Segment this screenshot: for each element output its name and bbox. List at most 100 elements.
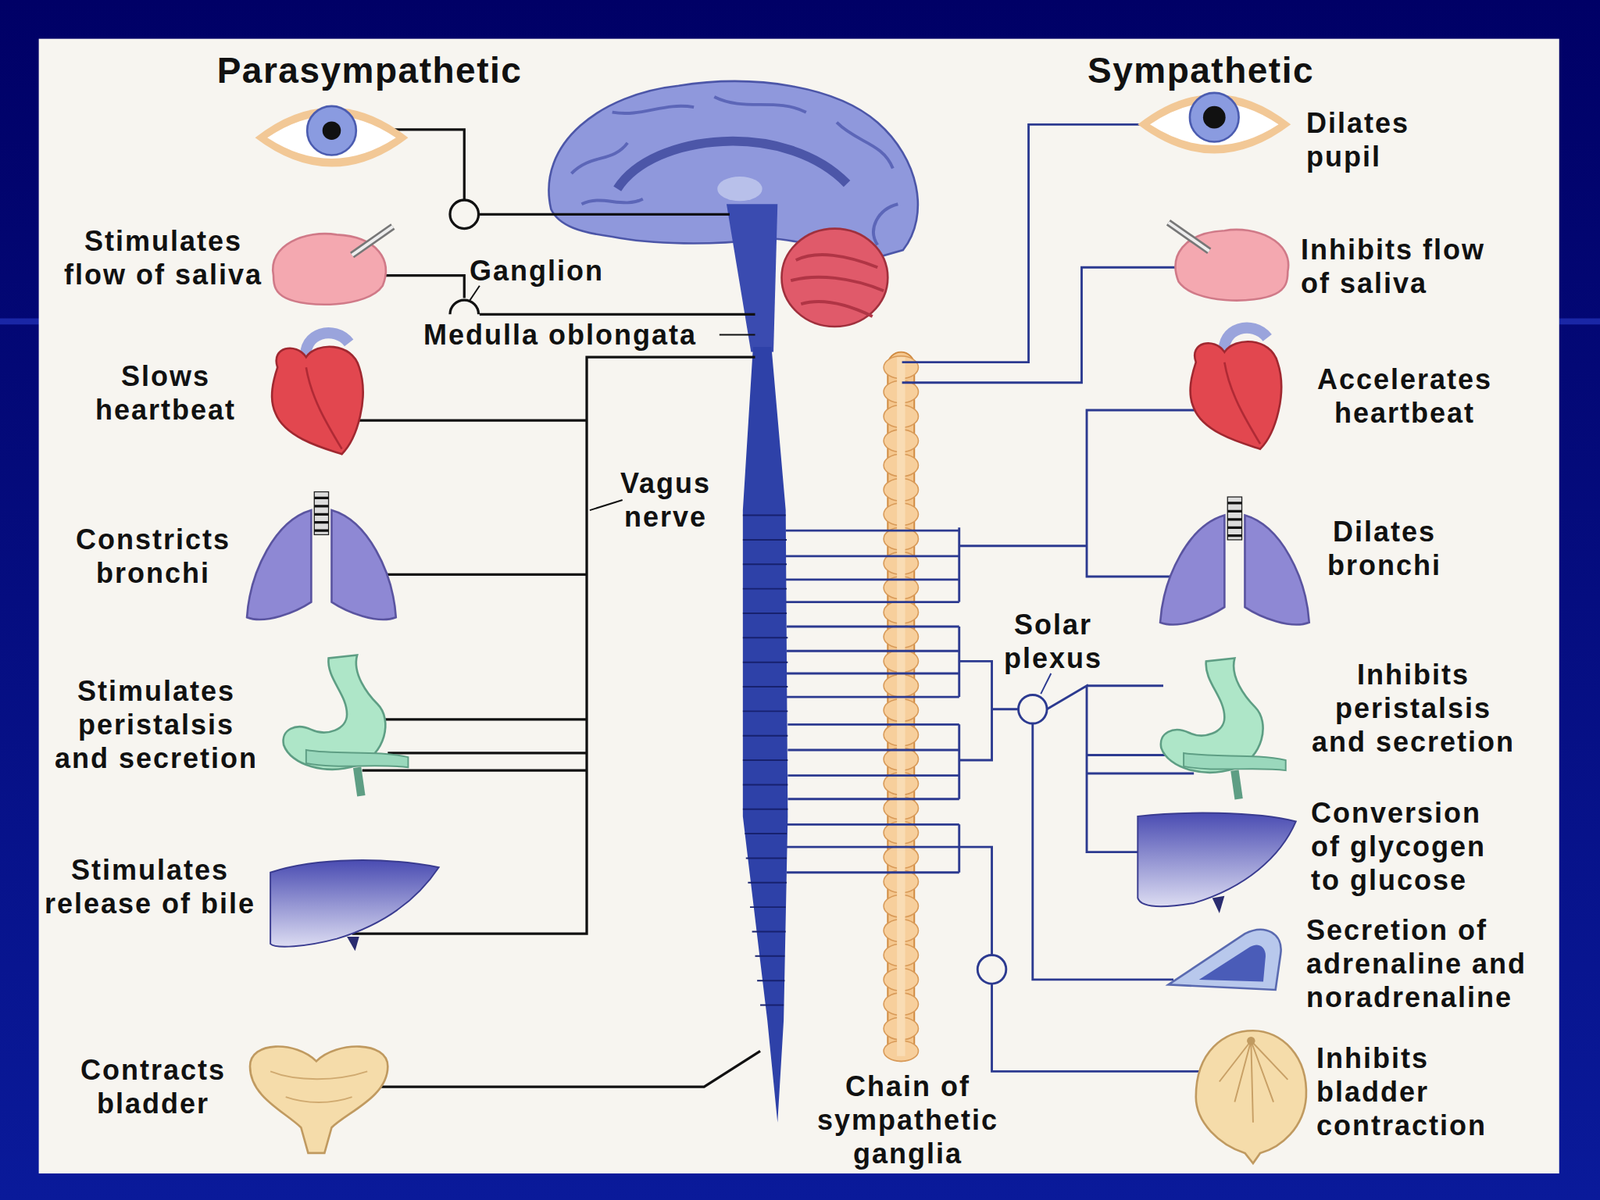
liver-right bbox=[1137, 813, 1296, 914]
salivary-gland-left bbox=[272, 226, 393, 305]
pupil bbox=[1203, 106, 1226, 129]
duct bbox=[1168, 222, 1210, 252]
splanchnic-roots bbox=[786, 626, 960, 800]
trachea-rings bbox=[314, 497, 329, 531]
lungs-right bbox=[1160, 496, 1310, 625]
part-label: Chain of sympathetic ganglia bbox=[806, 1069, 1010, 1171]
pancreas bbox=[1183, 753, 1286, 771]
heart bbox=[271, 346, 363, 454]
effect-label: Secretion of adrenaline and noradrenalin… bbox=[1306, 913, 1541, 1015]
cerebellum-folia bbox=[790, 254, 884, 317]
bladder-apex bbox=[1246, 1036, 1255, 1045]
lung bbox=[1160, 515, 1225, 625]
spinal-cord bbox=[742, 346, 788, 1123]
bladder bbox=[250, 1046, 388, 1154]
effect-label: Stimulates flow of saliva bbox=[57, 224, 270, 292]
adrenal bbox=[1168, 929, 1282, 990]
pupil-nerve bbox=[902, 124, 1174, 362]
pelvic-nerve bbox=[336, 1050, 761, 1087]
leader-line bbox=[469, 285, 480, 302]
duodenum bbox=[1234, 770, 1239, 800]
effect-label: Accelerates heartbeat bbox=[1295, 362, 1515, 430]
splanchnic-nerve bbox=[959, 660, 1019, 761]
eye-left bbox=[255, 106, 409, 168]
parasympathetic-nerves bbox=[336, 129, 761, 1087]
ganglion-circle bbox=[450, 300, 479, 315]
part-label: Medulla oblongata bbox=[423, 317, 752, 352]
sympathetic-nerves bbox=[785, 124, 1240, 1072]
iris bbox=[1189, 92, 1240, 143]
heart-right bbox=[1190, 328, 1282, 450]
lumbar-roots bbox=[786, 824, 960, 872]
effect-label: Inhibits flow of saliva bbox=[1300, 232, 1504, 300]
effect-label: Dilates pupil bbox=[1306, 106, 1440, 174]
duct bbox=[1168, 222, 1210, 252]
heart-groove bbox=[306, 367, 343, 449]
lung bbox=[331, 510, 396, 620]
effect-label: Inhibits peristalsis and secretion bbox=[1307, 657, 1519, 759]
ganglion-circle bbox=[977, 955, 1007, 985]
heart-groove bbox=[1224, 362, 1261, 444]
oculomotor-nerve bbox=[392, 129, 730, 215]
gallbladder bbox=[346, 936, 360, 951]
eye-right bbox=[1137, 92, 1291, 154]
lung bbox=[246, 510, 311, 620]
lung bbox=[1244, 515, 1309, 625]
effect-label: Conversion of glycogen to glucose bbox=[1310, 796, 1503, 897]
adrenal-medulla bbox=[1199, 944, 1266, 982]
effect-label: Slows heartbeat bbox=[75, 359, 256, 427]
bladder-right bbox=[1196, 1030, 1307, 1164]
duodenum bbox=[357, 767, 361, 797]
lungs-left bbox=[246, 492, 397, 620]
stomach-left bbox=[283, 655, 409, 797]
bladder bbox=[1196, 1030, 1307, 1164]
effect-label: Stimulates release of bile bbox=[36, 853, 264, 921]
brain bbox=[548, 81, 918, 353]
leader-line bbox=[589, 500, 623, 511]
pancreas bbox=[306, 750, 409, 768]
effect-label: Constricts bronchi bbox=[51, 522, 255, 590]
chain-core bbox=[896, 357, 905, 1057]
bladder-muscle bbox=[1219, 1040, 1289, 1122]
trachea-rings bbox=[1227, 503, 1242, 536]
trachea bbox=[314, 492, 329, 536]
effect-label: Dilates bronchi bbox=[1306, 514, 1463, 583]
thoracic-roots bbox=[785, 527, 960, 602]
leader-line bbox=[1040, 673, 1051, 694]
thalamus bbox=[717, 176, 762, 201]
panel bbox=[39, 39, 1560, 1174]
band bbox=[1559, 318, 1600, 325]
effect-label: Contracts bladder bbox=[63, 1053, 243, 1121]
band bbox=[0, 318, 41, 325]
part-label: Vagus nerve bbox=[603, 466, 729, 534]
duct bbox=[352, 226, 393, 256]
heart bbox=[1190, 341, 1282, 449]
brainstem bbox=[726, 203, 778, 352]
leader-line bbox=[719, 333, 756, 336]
bladder-folds bbox=[270, 1071, 368, 1103]
effect-label: Inhibits bladder contraction bbox=[1316, 1041, 1504, 1143]
adrenal-gland bbox=[1168, 929, 1282, 990]
salivary-gland-right bbox=[1168, 222, 1290, 301]
heart-left bbox=[271, 332, 363, 454]
section-heading: Sympathetic bbox=[1060, 48, 1342, 93]
liver bbox=[270, 860, 440, 947]
section-heading: Parasympathetic bbox=[189, 48, 550, 93]
duct bbox=[352, 226, 393, 256]
effect-label: Stimulates peristalsis and secretion bbox=[50, 674, 262, 775]
ganglion-circle bbox=[450, 200, 479, 229]
vagus-nerve bbox=[352, 357, 756, 934]
part-label: Solar plexus bbox=[986, 607, 1120, 675]
cerebellum bbox=[781, 228, 888, 327]
trachea bbox=[1227, 496, 1242, 540]
saliva-nerve bbox=[902, 267, 1205, 383]
iris bbox=[307, 106, 357, 156]
part-label: Ganglion bbox=[469, 253, 704, 288]
liver bbox=[1137, 813, 1296, 908]
stomach-right bbox=[1160, 657, 1286, 799]
solar-plexus-circle bbox=[1018, 694, 1048, 724]
